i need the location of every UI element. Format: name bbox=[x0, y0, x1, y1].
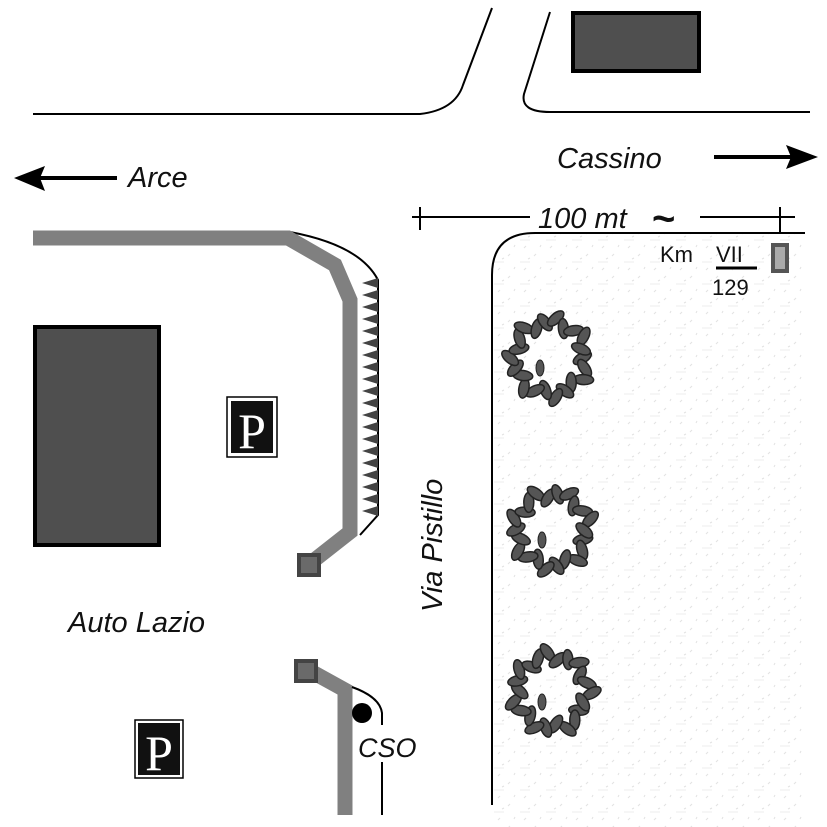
tree-leaf bbox=[575, 692, 591, 712]
kerb-tooth bbox=[362, 410, 378, 420]
path-end-marker-upper bbox=[297, 553, 321, 577]
path-end-marker-lower bbox=[294, 659, 318, 683]
tree-icon bbox=[501, 310, 595, 408]
label-cso: CSO bbox=[358, 733, 417, 763]
tree-leaf bbox=[537, 531, 547, 549]
kerb-tooth bbox=[362, 326, 378, 336]
tree-leaf bbox=[570, 342, 592, 356]
label-arce: Arce bbox=[126, 162, 188, 194]
access-path-lower bbox=[301, 661, 353, 815]
kerb-tooth bbox=[362, 350, 378, 360]
kerb-tooth bbox=[362, 302, 378, 312]
label-via-pistillo: Via Pistillo bbox=[417, 479, 449, 612]
km-marker-post bbox=[771, 243, 789, 273]
arrow-right-icon bbox=[714, 145, 818, 169]
kerb-tooth bbox=[362, 422, 378, 432]
parking-letter-top: P bbox=[238, 403, 266, 459]
kerb-tooth bbox=[362, 446, 378, 456]
tree-leaf bbox=[535, 359, 545, 377]
km-prefix: Km bbox=[660, 242, 693, 267]
label-auto-lazio: Auto Lazio bbox=[66, 607, 205, 639]
tree-icon bbox=[506, 484, 600, 578]
kerb-teeth bbox=[362, 278, 378, 516]
kerb-tooth bbox=[362, 362, 378, 372]
tree-leaf bbox=[537, 693, 547, 711]
building-left bbox=[33, 325, 161, 547]
kerb-tooth bbox=[362, 482, 378, 492]
kerb-tooth bbox=[362, 458, 378, 468]
road-edge-top-right bbox=[522, 11, 810, 113]
kerb-curve-lower bbox=[351, 686, 383, 725]
scale-bar bbox=[412, 207, 795, 233]
km-road: VII bbox=[716, 242, 743, 267]
kerb-tooth bbox=[362, 494, 378, 504]
trees-group bbox=[501, 310, 602, 738]
parking-sign-top: P bbox=[226, 396, 278, 459]
scale-label: 100 mt bbox=[538, 203, 629, 235]
kerb-tooth bbox=[362, 374, 378, 384]
kerb-tooth bbox=[362, 290, 378, 300]
cso-marker bbox=[352, 703, 372, 723]
parking-letter-bottom: P bbox=[145, 725, 173, 781]
tree-leaf bbox=[575, 522, 594, 539]
access-path-upper bbox=[33, 230, 358, 571]
kerb-tooth bbox=[362, 386, 378, 396]
scale-tilde: ~ bbox=[652, 197, 675, 241]
tree-icon bbox=[504, 643, 602, 738]
park-edge bbox=[491, 232, 805, 805]
kerb-tooth bbox=[362, 278, 378, 288]
kerb-tooth bbox=[362, 338, 378, 348]
kerb-tooth bbox=[362, 398, 378, 408]
label-cassino: Cassino bbox=[557, 143, 662, 175]
kerb-tooth bbox=[362, 506, 378, 516]
kerb-tooth bbox=[362, 434, 378, 444]
km-number: 129 bbox=[712, 275, 749, 300]
kerb-tooth bbox=[362, 470, 378, 480]
building-top bbox=[571, 11, 701, 73]
parking-sign-bottom: P bbox=[134, 719, 184, 781]
kerb-tooth bbox=[362, 314, 378, 324]
arrow-left-icon bbox=[14, 166, 117, 191]
road-edge-top-left bbox=[33, 7, 493, 115]
